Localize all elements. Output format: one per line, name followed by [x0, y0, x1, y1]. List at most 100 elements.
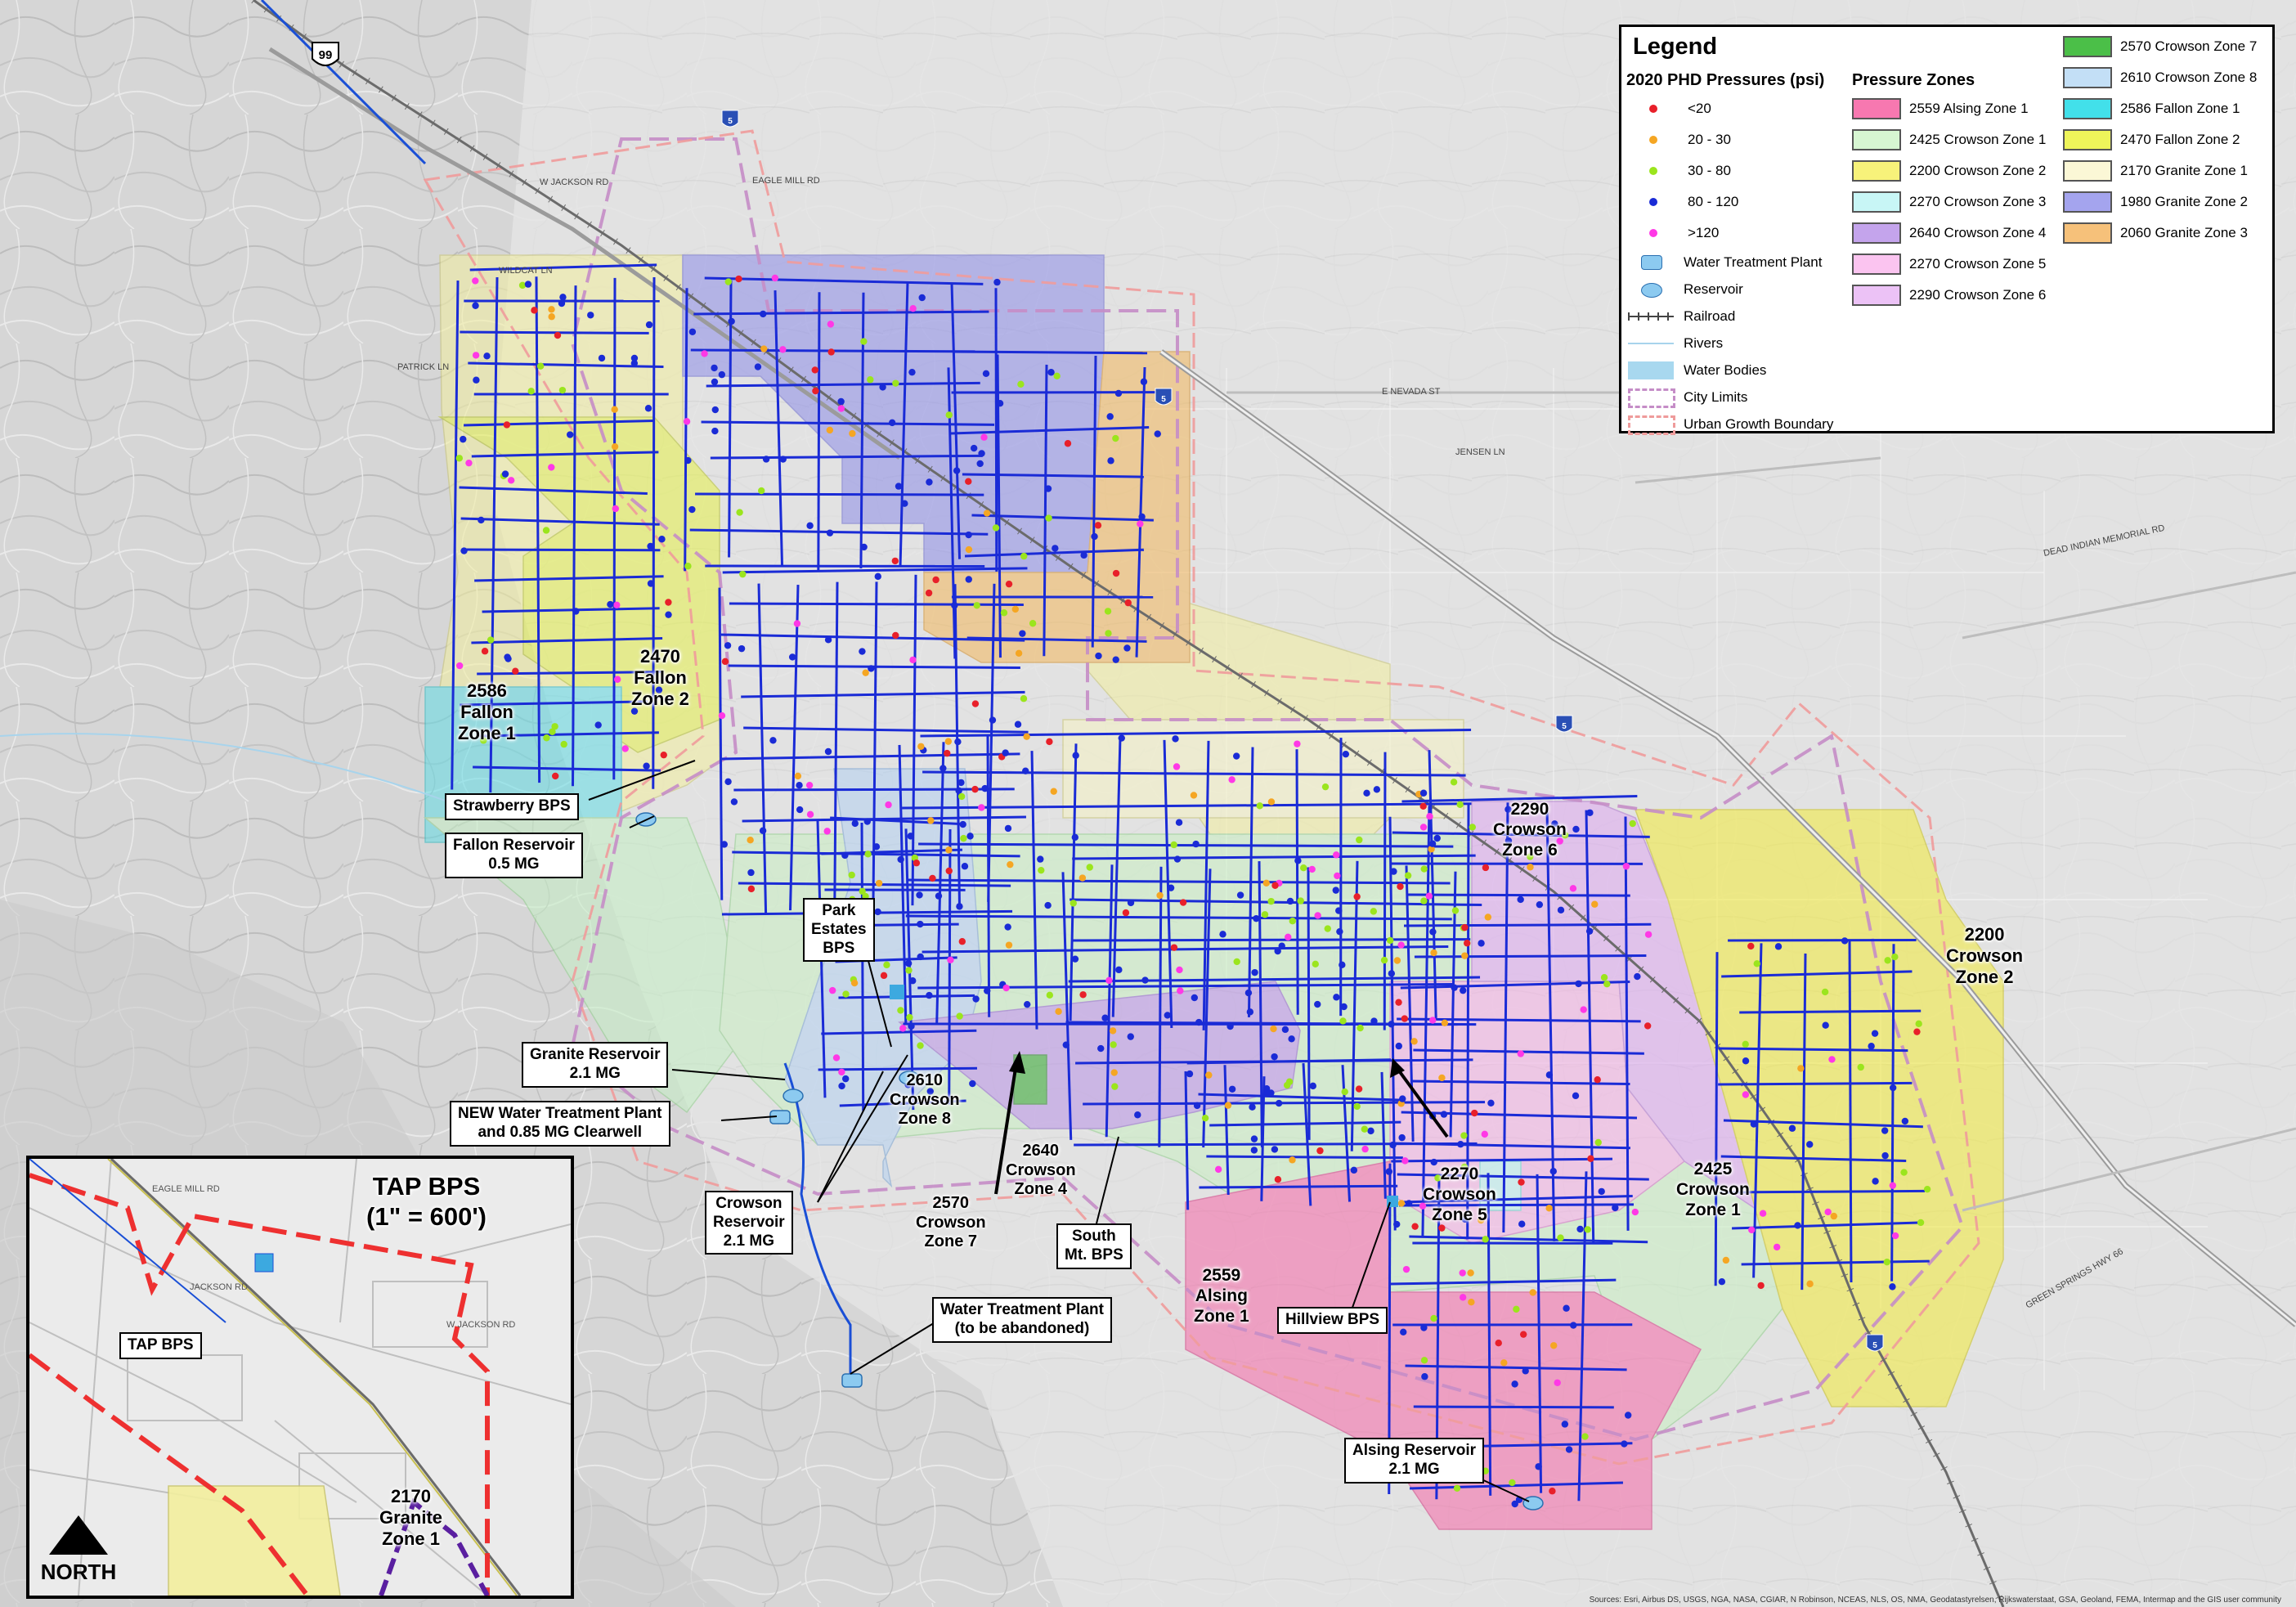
- pressure-node: [1170, 944, 1178, 951]
- pressure-node: [958, 938, 966, 945]
- pressure-node: [1522, 1367, 1529, 1375]
- pressure-node: [472, 302, 479, 309]
- pressure-node: [1341, 1088, 1348, 1096]
- pressure-node: [1124, 599, 1132, 607]
- pressure-node: [507, 477, 515, 484]
- callout-strawberry-bps[interactable]: Strawberry BPS: [445, 793, 579, 820]
- pressure-node: [960, 834, 967, 842]
- pressure-node: [1353, 893, 1361, 900]
- pressure-node: [1339, 1017, 1347, 1025]
- pressure-node: [1400, 1328, 1407, 1336]
- pressure-node: [1114, 389, 1123, 397]
- pressure-node: [1112, 569, 1120, 577]
- interstate-label: 5: [1562, 722, 1567, 731]
- pressure-node: [837, 405, 845, 412]
- pressure-node: [1086, 864, 1093, 871]
- pressure-node: [1253, 914, 1260, 922]
- pressure-node: [1580, 1006, 1587, 1013]
- pressure-node: [959, 820, 966, 828]
- pressure-node: [611, 406, 618, 413]
- pressure-node: [1915, 1020, 1922, 1028]
- pressure-node: [1500, 1359, 1508, 1367]
- zone-swatch-icon: [1852, 191, 1901, 213]
- pressure-node: [1214, 1165, 1222, 1174]
- pressure-node: [1460, 1132, 1468, 1139]
- pressure-node: [917, 1042, 924, 1049]
- pressure-dot-icon: [1649, 105, 1657, 113]
- tap-bps-inset-map[interactable]: JACKSON RD W JACKSON RD EAGLE MILL RD TA…: [26, 1156, 574, 1599]
- pressure-node: [1022, 767, 1029, 774]
- pressure-node: [1467, 1269, 1474, 1277]
- pressure-node: [1900, 1169, 1908, 1176]
- pressure-node: [1621, 1440, 1628, 1448]
- pressures-header: 2020 PHD Pressures (psi): [1626, 71, 1825, 89]
- pressure-node: [832, 1054, 841, 1062]
- pressure-node: [736, 509, 743, 516]
- pressure-node: [1889, 1084, 1897, 1092]
- pressure-node: [1112, 434, 1119, 442]
- callout-wtp-abandoned[interactable]: Water Treatment Plant(to be abandoned): [932, 1297, 1112, 1343]
- wtp-icon: [1626, 252, 1675, 273]
- callout-hillview-bps[interactable]: Hillview BPS: [1277, 1307, 1388, 1334]
- pressure-node: [548, 464, 555, 471]
- pressure-node: [1612, 1204, 1619, 1212]
- pressure-node: [1267, 897, 1275, 905]
- pressure-node: [907, 833, 914, 840]
- pressure-node: [721, 658, 729, 666]
- pressure-node: [1072, 752, 1079, 759]
- pressure-node: [1055, 1008, 1062, 1016]
- pressure-node: [1071, 955, 1079, 963]
- pressure-node: [1917, 1219, 1925, 1227]
- legend-zone-row: 2470 Fallon Zone 2: [2063, 128, 2240, 151]
- water-body-icon: [1626, 360, 1675, 381]
- pressure-node: [1773, 1243, 1781, 1251]
- pressure-node: [978, 804, 985, 811]
- legend-pressure-label: 80 - 120: [1688, 194, 1739, 209]
- pressure-node: [1753, 960, 1760, 967]
- pressure-node: [828, 986, 836, 994]
- pressure-node: [917, 920, 924, 928]
- pressure-node: [935, 892, 943, 900]
- pressure-node: [1478, 940, 1485, 947]
- pressure-node: [1419, 802, 1427, 810]
- pressure-node: [536, 362, 545, 370]
- pressure-node: [503, 421, 511, 429]
- pressure-node: [953, 467, 961, 474]
- pressure-node: [1046, 738, 1053, 746]
- pressure-node: [908, 368, 916, 376]
- zone-crowson-1-west: [423, 817, 737, 1114]
- pressure-node: [918, 294, 926, 302]
- pressure-node: [1005, 941, 1013, 949]
- pressure-node: [1091, 532, 1098, 541]
- pressure-node: [824, 747, 832, 756]
- pressure-node: [1881, 1127, 1889, 1134]
- pressure-node: [1386, 936, 1394, 945]
- callout-tap-bps[interactable]: TAP BPS: [119, 1332, 202, 1359]
- pressure-node: [1742, 1040, 1749, 1048]
- legend-zone-row: 2170 Granite Zone 1: [2063, 159, 2248, 182]
- map-attribution: Sources: Esri, Airbus DS, USGS, NGA, NAS…: [1589, 1596, 2281, 1605]
- pressure-node: [838, 1068, 845, 1076]
- pressure-node: [1536, 900, 1544, 909]
- pressure-node: [1000, 609, 1008, 617]
- pressure-node: [1821, 988, 1829, 996]
- pressure-node: [1430, 1158, 1437, 1166]
- facility-markers: [635, 812, 1544, 1510]
- pressure-node: [711, 378, 719, 386]
- pressure-node: [1581, 1433, 1589, 1440]
- pressure-node: [1052, 545, 1059, 552]
- legend-symbol-label: Water Treatment Plant: [1684, 254, 1823, 270]
- pressure-node: [909, 656, 917, 664]
- water-pipes: [451, 263, 1930, 1502]
- pressure-node: [518, 281, 527, 290]
- pressure-node: [957, 779, 965, 787]
- legend-zone-row: 2586 Fallon Zone 1: [2063, 97, 2240, 120]
